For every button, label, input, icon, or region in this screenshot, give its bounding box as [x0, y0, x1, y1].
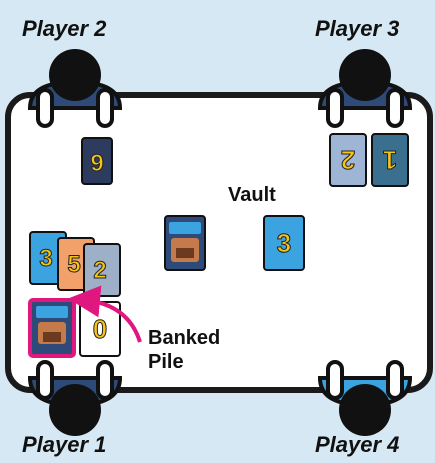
player-2-card-value: 9	[90, 150, 103, 177]
player-1-hand-card-2-value: 5	[67, 251, 80, 278]
player-3-card-left[interactable]: 2	[330, 134, 366, 186]
player-3-card-right[interactable]: 1	[372, 134, 408, 186]
banked-pile-label-line-1: Banked	[148, 326, 220, 350]
player-2-card[interactable]: 9	[82, 138, 112, 184]
player-4-label: Player 4	[315, 432, 399, 458]
vault-card-value: 3	[277, 228, 291, 258]
player-2-label: Player 2	[22, 16, 106, 42]
player-1-card-zero-value: 0	[93, 314, 107, 344]
player-1-hand-card-3-value: 2	[93, 257, 106, 284]
player-1-hand-card-3[interactable]: 2	[84, 244, 120, 296]
player-3-label: Player 3	[315, 16, 399, 42]
center-draw-card[interactable]	[165, 216, 205, 270]
player-1-hand-card-1-value: 3	[39, 245, 52, 272]
banked-pile-label-line-2: Pile	[148, 350, 220, 374]
banked-pile-label: Banked Pile	[148, 326, 220, 374]
vault-card[interactable]: 3	[264, 216, 304, 270]
vault-label: Vault	[228, 184, 276, 207]
player-1-label: Player 1	[22, 432, 106, 458]
banked-pile-card[interactable]	[30, 300, 74, 356]
player-3-card-right-value: 1	[383, 145, 397, 175]
player-3-card-left-value: 2	[341, 145, 355, 175]
